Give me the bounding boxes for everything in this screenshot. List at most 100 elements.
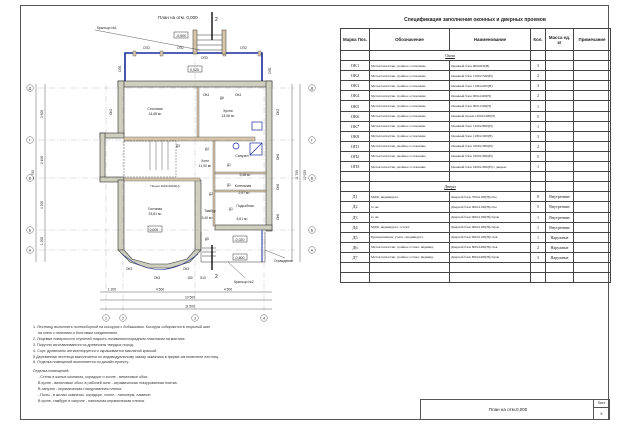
spec-note <box>545 140 574 152</box>
spec-header: Масса ед. кг <box>545 28 574 51</box>
note-item: на клею с нагелями и болтовым соединение… <box>38 330 118 335</box>
spec-cell <box>340 272 370 284</box>
spec-cell <box>545 272 574 284</box>
axis-marker: 2 <box>122 316 124 320</box>
spec-mark: ОК8 <box>340 130 370 142</box>
room-name: Котельная <box>235 184 252 188</box>
spec-cell <box>369 261 450 274</box>
axis-marker: 1 <box>105 316 107 320</box>
exterior-walls <box>99 80 273 251</box>
axis-marker: А <box>29 248 32 252</box>
spec-note <box>545 60 574 72</box>
room-area: 23,81 м² <box>149 212 163 216</box>
spec-cell <box>573 80 611 92</box>
spec-cell <box>530 272 546 284</box>
finish-item: В кухне, тамбуре и санузле - напольная к… <box>38 398 145 403</box>
spec-note <box>545 120 574 132</box>
spec-cell <box>573 221 611 233</box>
spec-designation: МДФ, индивидуал. остекл. <box>369 221 450 233</box>
spec-designation: Металлопластик, тройное остекление <box>369 110 450 122</box>
dim-label: 4 500 <box>156 288 164 292</box>
spec-name: Оконный блок 600х1500(Н) <box>449 100 531 112</box>
spec-cell <box>573 211 611 223</box>
dim-label: 11 700 <box>295 170 299 180</box>
spec-name: Дверной блок 800х2400(Н)с/прав <box>449 251 531 263</box>
spec-name: Оконный блок 1900х1800(Н) <box>449 150 531 163</box>
spec-mark: ОП1 <box>340 140 370 152</box>
axis-marker: В <box>29 176 32 180</box>
spec-cell <box>573 49 611 62</box>
spec-designation: Металлопластик, двойное остекление <box>369 161 450 173</box>
spec-mark: ОК4 <box>340 90 370 102</box>
room-area: 3,40 м² <box>201 216 213 220</box>
room-name: Столовая <box>147 107 162 111</box>
spec-note <box>545 150 574 163</box>
spec-name: Дверной блок 900х2100(Н)с/прав <box>449 211 531 223</box>
dim-label: 4 200 <box>40 201 44 209</box>
dim-label: 11 700 <box>31 170 35 180</box>
room-name: Санузел <box>235 154 248 158</box>
interior-partitions <box>123 86 267 227</box>
d2-label: Д2 <box>209 192 213 196</box>
terrace <box>124 50 263 82</box>
spec-name: Оконный блок 1500х1500(Н) <box>449 70 531 82</box>
fence-leader <box>264 249 286 259</box>
spec-cell <box>573 261 611 274</box>
d1-label: Д1 <box>227 183 231 187</box>
spec-cell <box>573 201 611 213</box>
spec-mark: ОП2 <box>340 150 370 163</box>
spec-cell <box>573 191 611 203</box>
spec-note <box>545 90 574 102</box>
axis-marker: Г <box>311 138 313 142</box>
spec-empty-row <box>340 171 611 183</box>
ok6-label: ОК6 <box>276 154 280 160</box>
axis-lines <box>38 40 295 312</box>
spec-mark: ОП3 <box>340 161 370 173</box>
spec-cell <box>573 90 611 102</box>
spec-header: Кол. <box>530 28 546 51</box>
spec-section-row: Окна <box>340 49 611 62</box>
spec-designation: Металлопластик, двойное остекление <box>369 150 450 163</box>
spec-cell <box>573 251 611 263</box>
spec-cell <box>530 49 546 62</box>
dim-label: 150 <box>187 276 193 280</box>
d6-label: Д6 <box>220 96 224 100</box>
spec-title: Спецификация заполнения оконных и дверны… <box>404 17 546 23</box>
spec-qty: 1 <box>530 161 546 173</box>
spec-qty: 5 <box>530 201 546 213</box>
spec-designation: Металлопластик, двойное остекление <box>369 140 450 152</box>
room-name: Тамбур <box>204 209 216 213</box>
spec-mark: Д5 <box>340 231 370 243</box>
room-area: 5,61 м² <box>236 217 248 221</box>
spec-name: Оконный блок 1600х1800(Н) <box>449 140 531 152</box>
spec-cell <box>545 181 574 193</box>
finish-heading: Отделка помещений: <box>33 369 70 374</box>
spec-cell <box>530 181 546 193</box>
note-item: 1. Лестницу выполнить полносборной на ко… <box>33 325 211 329</box>
spec-cell <box>573 100 611 112</box>
room-area: 14,68 м² <box>149 112 163 116</box>
porch-2 <box>200 230 266 270</box>
dim-label: 2 400 <box>40 156 44 164</box>
section-mark-bottom: 2 <box>215 274 218 280</box>
spec-name: Дверной блок 900х2100(Н)с/лев <box>449 231 531 243</box>
spec-note <box>545 110 574 122</box>
level-box <box>147 225 163 233</box>
axis-marker: Б <box>311 228 314 232</box>
ok3-label: ОК3 <box>126 267 132 271</box>
spec-cell <box>573 110 611 122</box>
op3-label: ОП3 <box>201 56 208 60</box>
spec-section-heading: Окна <box>369 49 531 62</box>
spec-name: Оконный блок 900х2400(Н) <box>449 90 531 102</box>
spec-cell <box>369 272 450 284</box>
